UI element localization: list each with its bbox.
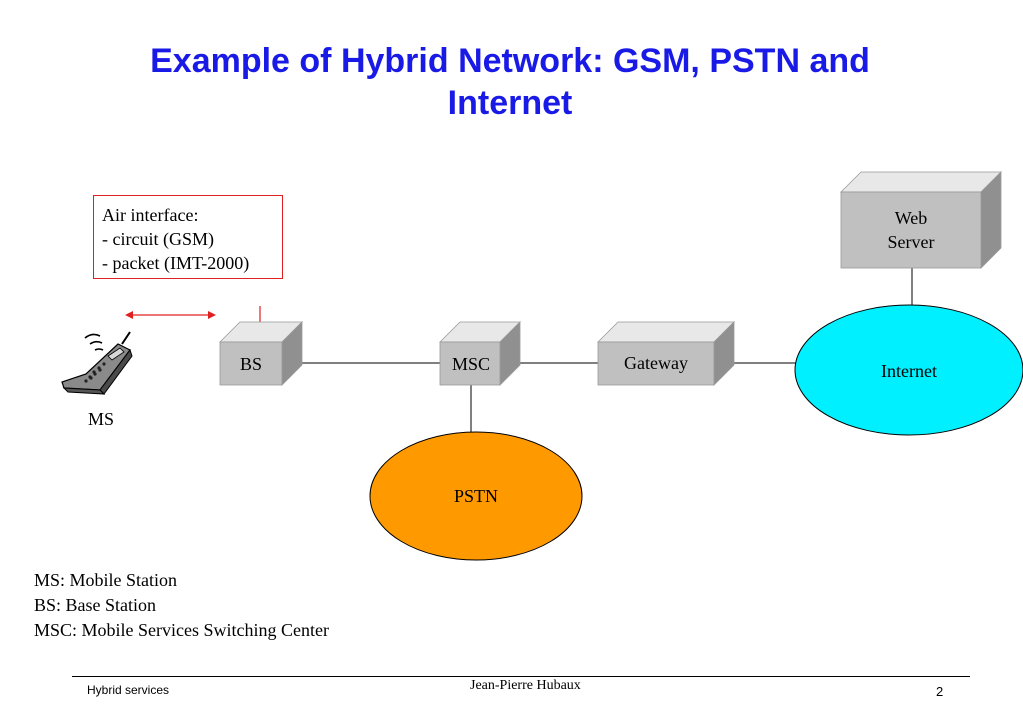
- msc-label: MSC: [452, 354, 490, 374]
- slide-title-line-2: Internet: [447, 84, 573, 122]
- air-interface-box: Air interface: - circuit (GSM) - packet …: [93, 195, 283, 279]
- footer-divider: [72, 676, 970, 677]
- internet-label: Internet: [881, 361, 937, 381]
- gateway-label: Gateway: [624, 353, 688, 373]
- ms-label: MS: [88, 409, 114, 429]
- slide-title-line-1: Example of Hybrid Network: GSM, PSTN and: [150, 42, 870, 80]
- abbreviation-legend: MS: Mobile Station BS: Base Station MSC:…: [34, 568, 329, 643]
- bs-label: BS: [240, 354, 262, 374]
- slide-title: Example of Hybrid Network: GSM, PSTN and…: [60, 40, 960, 124]
- footer-section-title: Hybrid services: [87, 683, 170, 697]
- connection-lines: [282, 268, 913, 432]
- mobile-phone-icon: [61, 331, 133, 395]
- air-interface-line-1: Air interface:: [102, 205, 199, 225]
- web-server-label-line-1: Web: [895, 208, 928, 228]
- pstn-cloud: PSTN: [369, 431, 583, 561]
- legend-msc: MSC: Mobile Services Switching Center: [34, 620, 329, 640]
- legend-bs: BS: Base Station: [34, 595, 157, 615]
- legend-ms: MS: Mobile Station: [34, 570, 178, 590]
- gateway-box: Gateway: [597, 321, 735, 386]
- pstn-label: PSTN: [454, 486, 498, 506]
- internet-cloud: Internet: [794, 304, 1023, 436]
- web-server-box: Web Server: [840, 171, 1002, 269]
- bs-box: BS: [219, 321, 303, 386]
- msc-box: MSC: [439, 321, 521, 386]
- footer-author: Jean-Pierre Hubaux: [470, 678, 581, 693]
- web-server-label-line-2: Server: [888, 232, 935, 252]
- air-interface-line-3: - packet (IMT-2000): [102, 253, 250, 273]
- footer-page-number: 2: [936, 684, 944, 699]
- air-interface-line-2: - circuit (GSM): [102, 229, 214, 249]
